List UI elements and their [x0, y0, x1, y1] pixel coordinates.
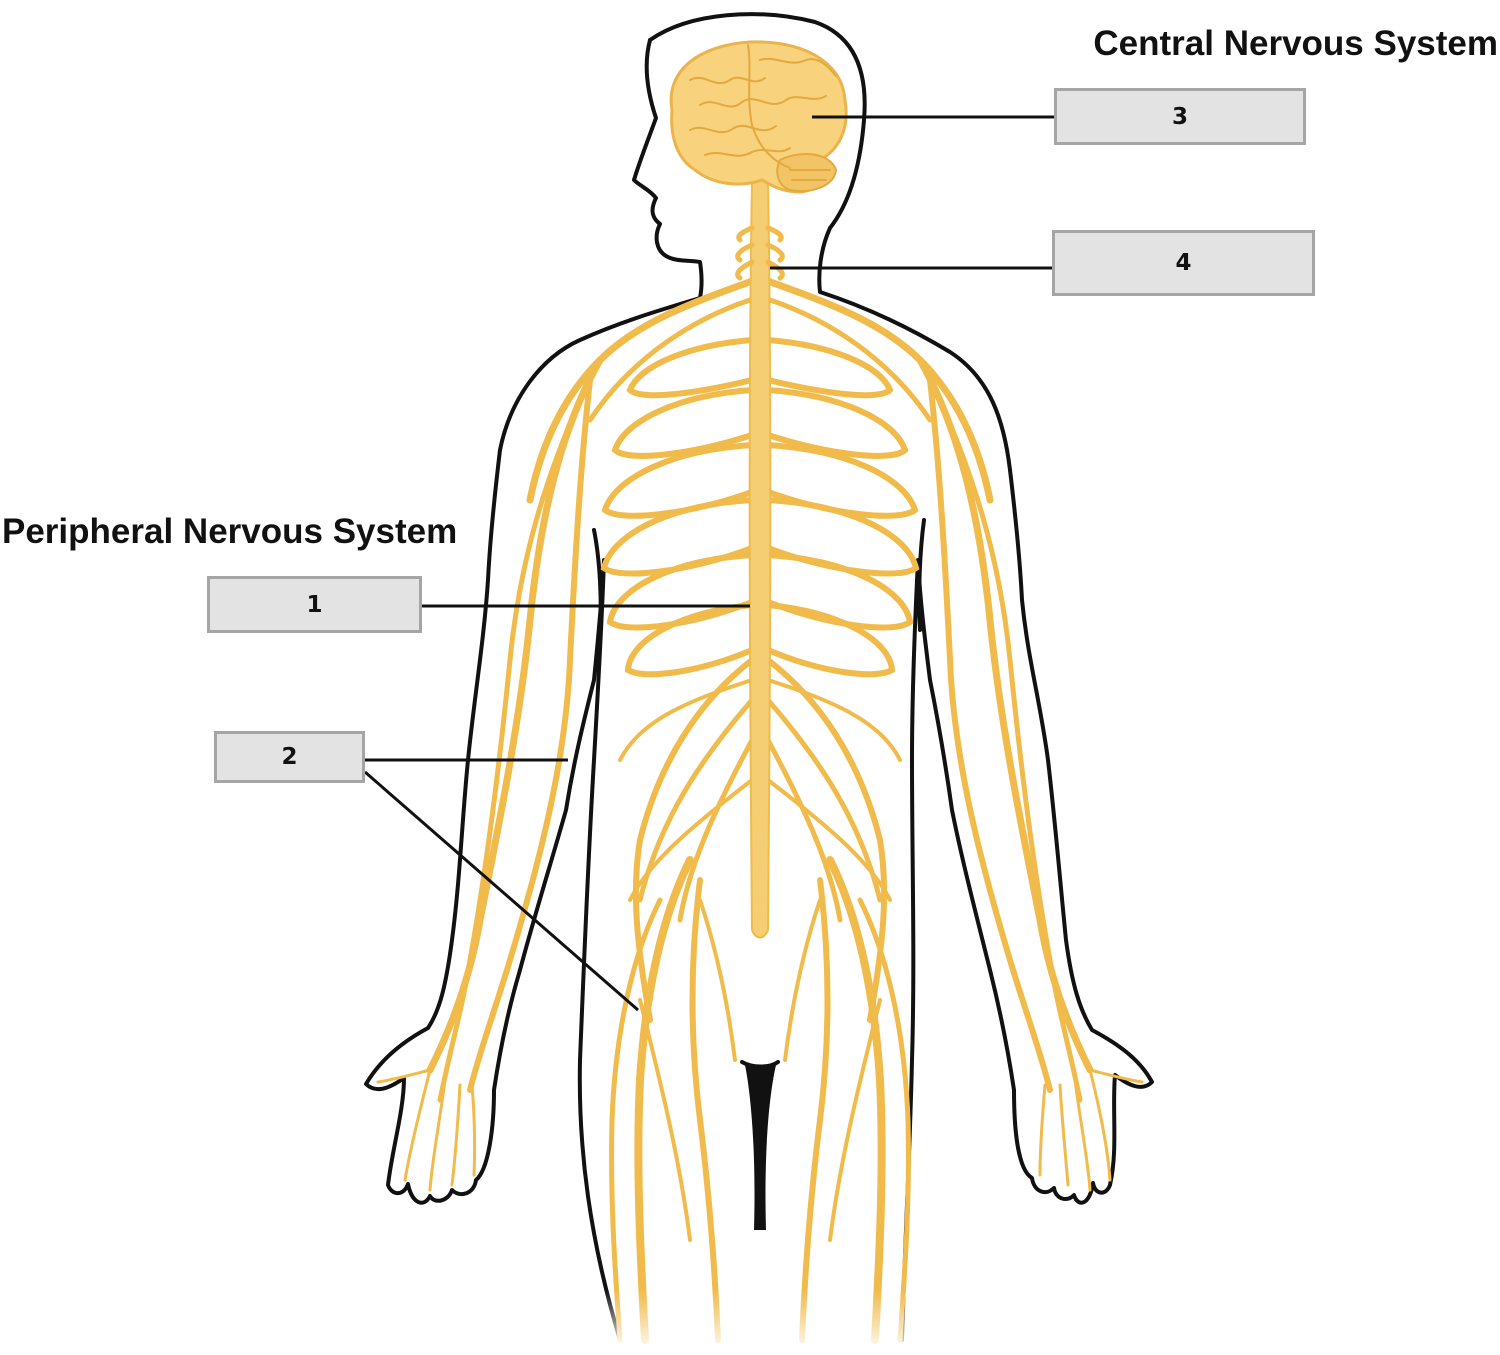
label-box-2-text: 2	[281, 744, 298, 770]
label-box-3-text: 3	[1171, 103, 1188, 130]
leader-line-2b	[364, 770, 639, 1012]
label-box-2[interactable]: 2	[214, 731, 365, 783]
crotch-shadow	[745, 1065, 776, 1230]
peripheral-nerves	[376, 276, 1144, 1344]
label-box-4-text: 4	[1175, 250, 1192, 276]
cervical-roots	[735, 225, 785, 281]
bottom-fade	[560, 1290, 940, 1355]
brain	[669, 40, 848, 194]
spinal-cord	[748, 179, 772, 939]
label-box-1-text: 1	[306, 591, 323, 618]
label-box-3[interactable]: 3	[1054, 88, 1306, 145]
peripheral-nervous-system-title: Peripheral Nervous System	[2, 512, 458, 551]
central-nervous-system-title: Central Nervous System	[1093, 24, 1498, 63]
label-box-1[interactable]: 1	[207, 576, 422, 633]
leader-lines	[364, 115, 1054, 1012]
label-box-4[interactable]: 4	[1052, 230, 1315, 296]
